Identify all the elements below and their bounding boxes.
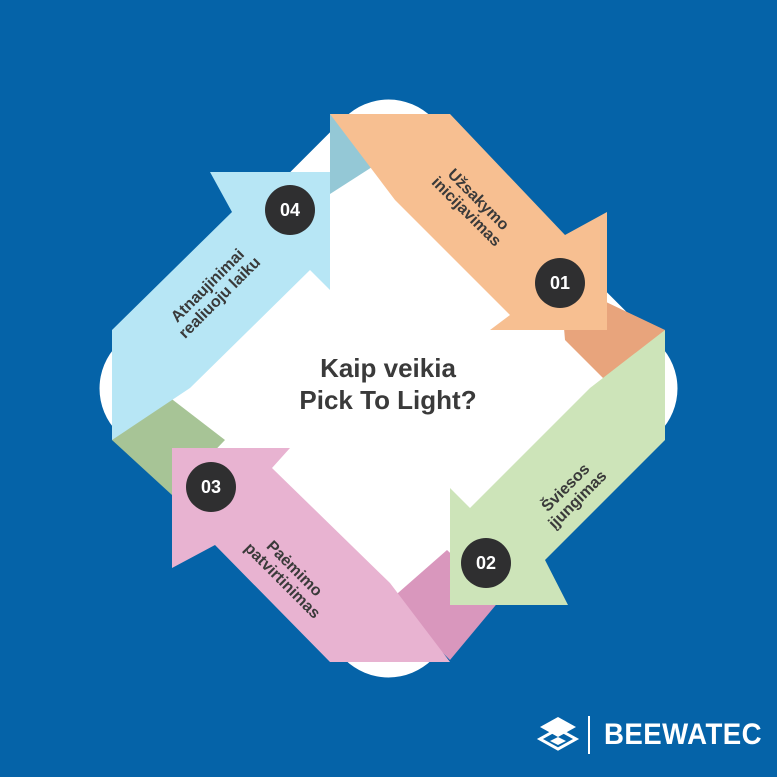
- logo-wordmark: BEEWATEC: [604, 718, 763, 751]
- step-02-badge: 02: [461, 538, 511, 588]
- logo-divider: [588, 716, 590, 754]
- step-03-badge: 03: [186, 462, 236, 512]
- title-line-1: Kaip veikia: [320, 353, 456, 383]
- arrow-step-04: [112, 172, 330, 440]
- beewatec-logo: BEEWATEC: [536, 712, 776, 758]
- beewatec-cube-icon: [536, 717, 580, 751]
- diagram-title: Kaip veikia Pick To Light?: [238, 352, 538, 416]
- step-01-badge: 01: [535, 258, 585, 308]
- arrow-step-03: [172, 448, 450, 662]
- arrow-step-02: [450, 330, 665, 605]
- title-line-2: Pick To Light?: [299, 385, 477, 415]
- step-04-badge: 04: [265, 185, 315, 235]
